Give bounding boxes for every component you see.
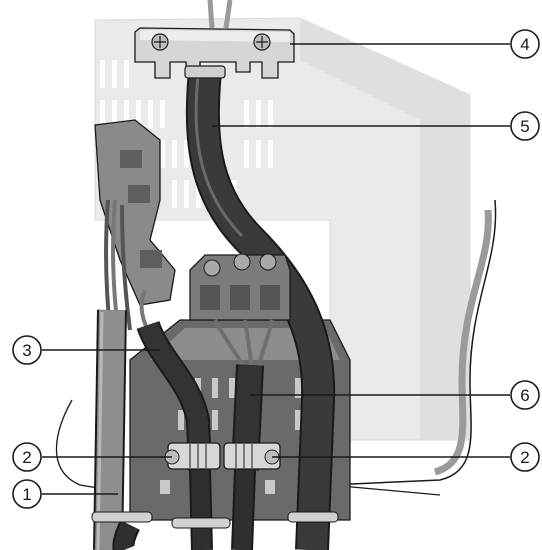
leader-lines (42, 43, 510, 495)
callout-label: 3 (22, 341, 31, 360)
callout-6: 6 (510, 380, 540, 410)
callout-label: 2 (520, 448, 529, 467)
shield-clamp-right (223, 442, 281, 470)
control-cable (136, 320, 212, 471)
callout-2-left: 2 (12, 442, 42, 472)
callout-label: 2 (22, 448, 31, 467)
cable-ends (91, 469, 339, 550)
motor-cable (184, 65, 336, 550)
callout-3: 3 (12, 335, 42, 365)
callout-label: 1 (22, 485, 31, 504)
callout-1: 1 (12, 479, 42, 509)
shield-clamp-left (164, 442, 221, 470)
callout-5: 5 (510, 111, 540, 141)
top-clamp-bracket (134, 0, 295, 79)
callout-label: 5 (520, 117, 529, 136)
callout-label: 4 (520, 35, 529, 54)
callout-label: 6 (520, 386, 529, 405)
plug-connector (189, 253, 291, 371)
left-cover-outline (55, 399, 111, 491)
callout-2-right: 2 (510, 442, 540, 472)
callout-4: 4 (510, 29, 540, 59)
